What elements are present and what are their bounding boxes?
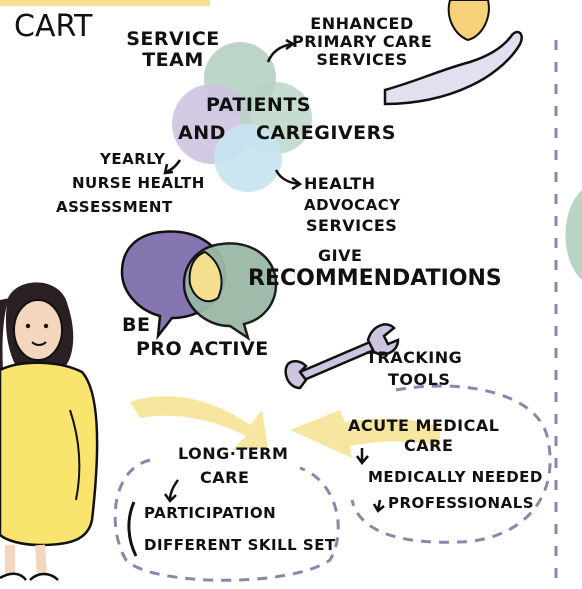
arrow-to-yearly	[165, 159, 182, 174]
patients-venn-diagram	[172, 42, 312, 192]
nurse-health-label: NURSE HEALTH	[72, 174, 205, 192]
tools-label: TOOLS	[388, 370, 451, 389]
participation-label: PARTICIPATION	[144, 504, 277, 522]
hand-with-drop-icon	[383, 0, 523, 106]
enhanced-primary-care-label: ENHANCED PRIMARY CARE SERVICES	[292, 14, 433, 69]
advocacy-label: ADVOCACY	[304, 196, 401, 214]
top-highlight-band	[0, 0, 210, 6]
caregivers-label: CAREGIVERS	[256, 122, 396, 144]
yearly-label: YEARLY	[100, 150, 166, 168]
wrench-icon	[284, 323, 400, 390]
patients-label: PATIENTS	[206, 94, 311, 116]
right-edge-blob	[565, 190, 582, 280]
medically-needed-label: MEDICALLY NEEDED	[368, 468, 543, 486]
person-illustration	[0, 282, 99, 581]
different-skill-set-label: DIFFERENT SKILL SET	[144, 536, 336, 554]
title-cart: CART	[14, 9, 93, 44]
services-label: SERVICES	[306, 216, 398, 235]
acute-care-dashed-outline	[350, 384, 552, 544]
give-label: GIVE	[318, 246, 363, 265]
tracking-label: TRACKING	[366, 348, 463, 367]
and-label: AND	[178, 122, 226, 144]
health-label: HEALTH	[304, 174, 376, 193]
assessment-label: ASSESSMENT	[56, 198, 173, 216]
long-term-care-label: CARE	[200, 468, 250, 487]
speech-bubbles-icon	[120, 230, 278, 341]
professionals-label: PROFESSIONALS	[388, 494, 535, 512]
long-term-care-dashed-outline	[113, 458, 340, 582]
be-label: BE	[122, 314, 151, 336]
recommendations-label: RECOMMENDATIONS	[248, 266, 502, 291]
service-team-label: SERVICE TEAM	[126, 28, 220, 71]
left-yellow-arrow	[130, 396, 268, 450]
arrow-to-health	[274, 169, 301, 186]
arrow-to-enhanced	[266, 42, 293, 63]
long-term-label: LONG·TERM	[178, 444, 289, 463]
acute-care-label: CARE	[404, 436, 454, 455]
right-yellow-arrow	[290, 410, 440, 458]
proactive-label: PRO ACTIVE	[136, 338, 269, 360]
acute-medical-label: ACUTE MEDICAL	[348, 416, 500, 435]
